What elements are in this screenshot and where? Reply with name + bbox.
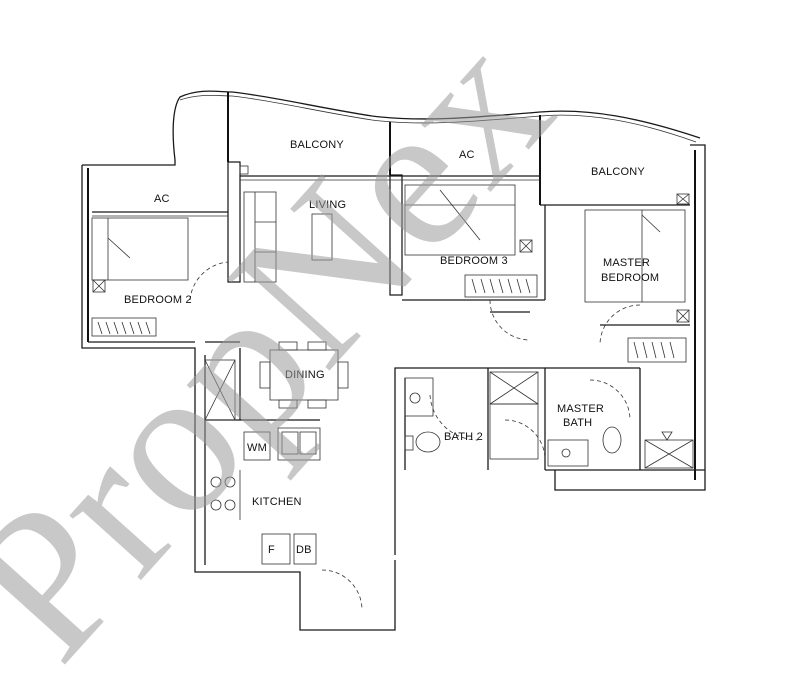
master-bedroom-label-line2: BEDROOM	[601, 272, 659, 284]
watermark: PropNex	[0, 0, 594, 688]
kitchen-label: KITCHEN	[252, 496, 302, 508]
fridge-label: F	[268, 544, 275, 556]
washing-machine-label: WM	[247, 442, 267, 454]
interior-walls	[88, 92, 705, 565]
ac-2-label: AC	[459, 149, 475, 161]
master-bath-label-line1: MASTER	[557, 403, 604, 415]
master-bath-label-line2: BATH	[563, 417, 592, 429]
balcony-2-label: BALCONY	[591, 166, 645, 178]
outer-walls	[81, 90, 706, 631]
ac-1-label: AC	[154, 193, 170, 205]
living-label: LIVING	[309, 199, 346, 211]
balcony-1-label: BALCONY	[290, 139, 344, 151]
bath-2-label: BATH 2	[444, 431, 483, 443]
bedroom-2-label: BEDROOM 2	[124, 294, 192, 306]
distribution-board-label: DB	[296, 544, 312, 556]
dining-label: DINING	[285, 369, 325, 381]
room-labels: BALCONY AC LIVING AC BALCONY BEDROOM 2 B…	[124, 139, 659, 556]
master-bedroom-label-line1: MASTER	[603, 257, 650, 269]
furniture	[91, 165, 694, 565]
bedroom-3-label: BEDROOM 3	[440, 255, 508, 267]
door-swings	[189, 261, 641, 611]
